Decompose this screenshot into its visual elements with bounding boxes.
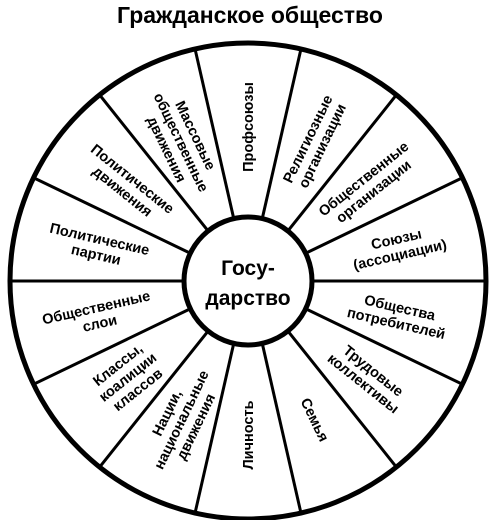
segment-divider (34, 177, 191, 255)
segment-dividers (12, 50, 484, 512)
segment-label-line: Личность (241, 400, 257, 469)
segment-label: Профсоюзы (241, 82, 257, 172)
segment-divider (286, 330, 397, 467)
segment-divider (260, 50, 302, 219)
center-label-state: Госу-дарство (205, 257, 290, 310)
diagram-title: Гражданское общество (117, 2, 383, 28)
segment-label-line: Профсоюзы (241, 82, 257, 172)
segment-divider (194, 50, 236, 219)
center-label-line: дарство (205, 287, 290, 310)
segment-divider (305, 307, 462, 385)
segment-divider (305, 177, 462, 255)
segment-label: Личность (241, 400, 257, 469)
segment-divider (99, 330, 210, 467)
segment-lichnost: Личность (241, 400, 257, 469)
segment-divider (34, 307, 191, 385)
segment-profsoyuzy: Профсоюзы (241, 82, 257, 172)
segment-divider (99, 95, 210, 232)
segment-divider (286, 95, 397, 232)
segment-divider (194, 343, 236, 512)
segment-label-line: слои (81, 312, 119, 335)
segment-divider (260, 343, 302, 512)
center-circle (181, 214, 315, 348)
center-label-line: Госу- (221, 257, 275, 280)
